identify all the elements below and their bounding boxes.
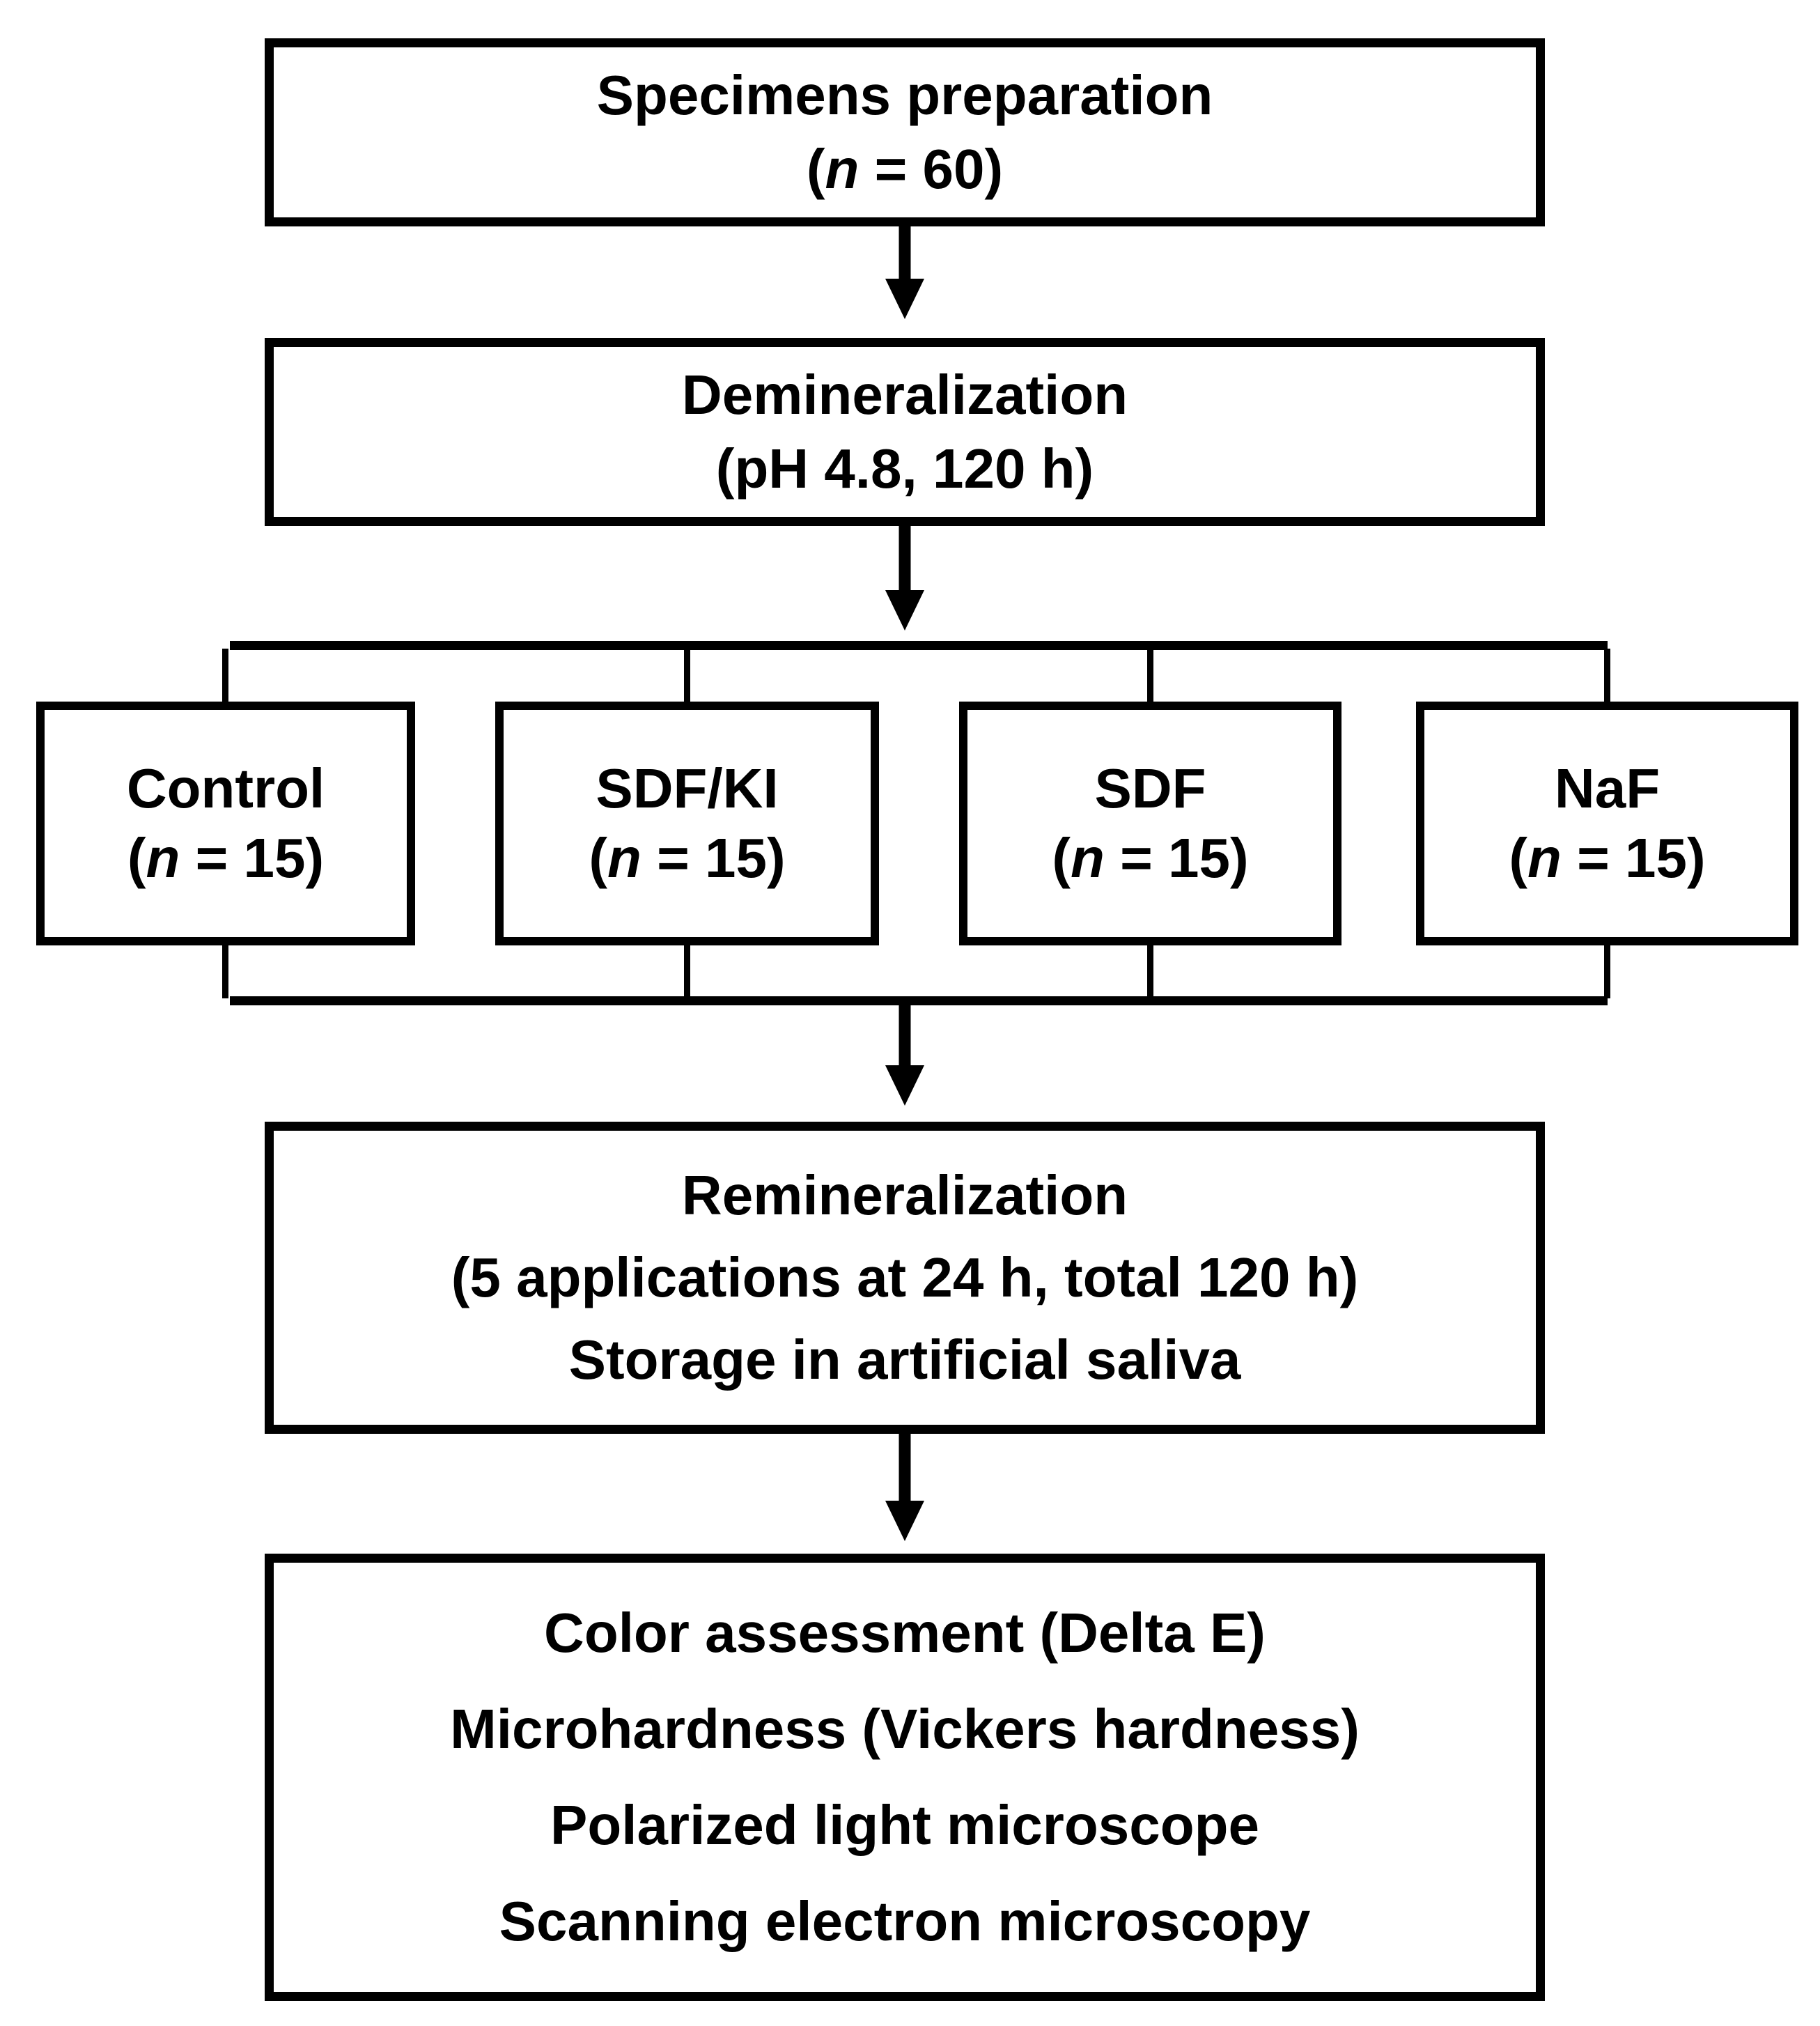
assessment-item: Color assessment (Delta E) <box>544 1602 1266 1664</box>
box-title: Specimens preparation <box>596 64 1213 126</box>
merge-stub-control <box>222 944 228 998</box>
branch-stub-naf <box>1604 649 1610 703</box>
group-name: NaF <box>1554 757 1660 819</box>
arrowhead-down-icon <box>885 590 924 631</box>
merge-stub-sdfki <box>684 944 690 998</box>
arrow-shaft <box>899 226 911 286</box>
sample-size-line: (n = 15) <box>589 823 785 893</box>
group-name: SDF/KI <box>596 757 779 819</box>
n-variable: n <box>1070 827 1105 889</box>
arrow-shaft <box>899 1432 911 1508</box>
sample-size-line: (n = 15) <box>127 823 324 893</box>
paren-open: ( <box>806 138 825 200</box>
box-group-naf: NaF (n = 15) <box>1416 702 1798 945</box>
assessment-item: Scanning electron microscopy <box>499 1890 1311 1952</box>
sample-size-line: (n = 15) <box>1509 823 1705 893</box>
n-variable: n <box>1527 827 1562 889</box>
arrow-remineralization-to-assessments <box>885 1432 924 1541</box>
branch-stub-control <box>222 649 228 703</box>
sample-size-line: (n = 60) <box>807 132 1003 206</box>
box-detail: (pH 4.8, 120 h) <box>715 438 1094 500</box>
arrow-shaft <box>899 526 911 597</box>
n-value: = 15) <box>1561 827 1706 889</box>
assessment-item: Polarized light microscope <box>550 1794 1259 1856</box>
box-assessments: Color assessment (Delta E) Microhardness… <box>265 1554 1545 2001</box>
paren-open: ( <box>1509 827 1527 889</box>
arrow-demineralization-to-groups <box>885 526 924 631</box>
n-value: = 15) <box>180 827 325 889</box>
box-group-sdf: SDF (n = 15) <box>959 702 1341 945</box>
n-value: = 15) <box>641 827 786 889</box>
branch-stub-sdf <box>1147 649 1153 703</box>
n-value: = 60) <box>859 138 1004 200</box>
arrow-shaft <box>899 1004 911 1072</box>
merge-stub-sdf <box>1147 944 1153 998</box>
group-name: Control <box>126 757 325 819</box>
n-variable: n <box>146 827 180 889</box>
merge-bottom-line <box>230 996 1608 1005</box>
branch-stub-sdfki <box>684 649 690 703</box>
box-title: Remineralization <box>681 1164 1128 1226</box>
box-specimens-preparation: Specimens preparation (n = 60) <box>265 38 1545 226</box>
box-detail: Storage in artificial saliva <box>568 1329 1241 1391</box>
arrowhead-down-icon <box>885 1065 924 1106</box>
n-variable: n <box>825 138 860 200</box>
n-value: = 15) <box>1104 827 1249 889</box>
box-remineralization: Remineralization (5 applications at 24 h… <box>265 1122 1545 1434</box>
box-title: Demineralization <box>681 364 1128 426</box>
paren-open: ( <box>127 827 146 889</box>
assessment-item: Microhardness (Vickers hardness) <box>450 1698 1360 1760</box>
arrowhead-down-icon <box>885 279 924 319</box>
arrowhead-down-icon <box>885 1501 924 1541</box>
merge-stub-naf <box>1604 944 1610 998</box>
box-detail: (5 applications at 24 h, total 120 h) <box>451 1246 1359 1308</box>
n-variable: n <box>607 827 641 889</box>
arrow-groups-to-remineralization <box>885 1004 924 1106</box>
paren-open: ( <box>1052 827 1071 889</box>
box-group-control: Control (n = 15) <box>36 702 415 945</box>
branch-top-line <box>230 641 1608 650</box>
group-name: SDF <box>1094 757 1206 819</box>
arrow-specimens-to-demineralization <box>885 226 924 319</box>
box-group-sdfki: SDF/KI (n = 15) <box>495 702 879 945</box>
box-demineralization: Demineralization (pH 4.8, 120 h) <box>265 338 1545 526</box>
paren-open: ( <box>589 827 607 889</box>
sample-size-line: (n = 15) <box>1052 823 1248 893</box>
